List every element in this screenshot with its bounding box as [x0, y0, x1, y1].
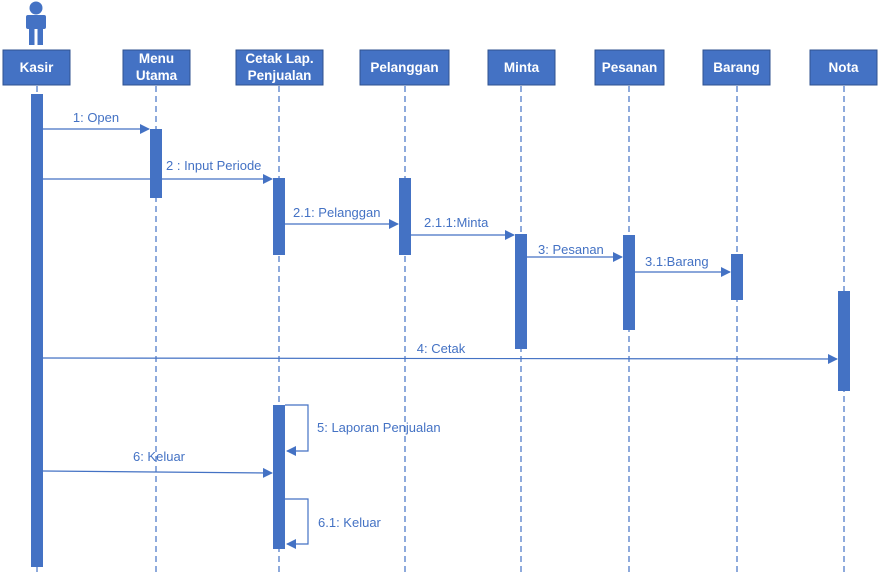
- message-pesanan: 3: Pesanan: [527, 242, 623, 262]
- message-cetak-label: 4: Cetak: [417, 341, 466, 356]
- activation-pelanggan: [399, 178, 411, 255]
- message-cetak: 4: Cetak: [42, 341, 838, 364]
- activation-menu-utama: [150, 129, 162, 198]
- message-barang: 3.1:Barang: [635, 254, 731, 277]
- activation-nota: [838, 291, 850, 391]
- header-nota-line-1: Nota: [829, 60, 859, 75]
- header-barang-line-1: Barang: [713, 60, 760, 75]
- message-keluar: 6: Keluar: [42, 449, 273, 478]
- activation-cetak-lap-penjualan-2: [273, 405, 285, 549]
- message-keluar-self-label: 6.1: Keluar: [318, 515, 382, 530]
- message-open-label: 1: Open: [73, 110, 119, 125]
- header-cetak-lap-penjualan[interactable]: Cetak Lap. Penjualan: [235, 49, 324, 86]
- header-pelanggan-line-1: Pelanggan: [370, 60, 438, 75]
- header-cetak-lap-penjualan-line-2: Penjualan: [248, 68, 312, 83]
- message-barang-label: 3.1:Barang: [645, 254, 709, 269]
- activation-pesanan: [623, 235, 635, 330]
- message-laporan-penjualan-label: 5: Laporan Penjualan: [317, 420, 441, 435]
- message-pesanan-label: 3: Pesanan: [538, 242, 604, 257]
- message-input-periode-label: 2 : Input Periode: [166, 158, 261, 173]
- header-pelanggan[interactable]: Pelanggan: [359, 49, 450, 86]
- header-kasir-line-1: Kasir: [20, 60, 55, 75]
- message-laporan-penjualan: 5: Laporan Penjualan: [285, 404, 441, 456]
- header-pesanan[interactable]: Pesanan: [594, 49, 665, 86]
- message-minta-label: 2.1.1:Minta: [424, 215, 489, 230]
- header-menu-utama[interactable]: Menu Utama: [122, 49, 191, 86]
- message-pelanggan: 2.1: Pelanggan: [285, 205, 399, 229]
- header-minta-line-1: Minta: [504, 60, 540, 75]
- person-icon: [26, 1, 46, 45]
- message-pelanggan-label: 2.1: Pelanggan: [293, 205, 380, 220]
- header-cetak-lap-penjualan-line-1: Cetak Lap.: [245, 51, 313, 66]
- header-pesanan-line-1: Pesanan: [602, 60, 658, 75]
- activation-kasir: [31, 94, 43, 567]
- message-minta: 2.1.1:Minta: [411, 215, 515, 240]
- activation-minta: [515, 234, 527, 349]
- header-minta[interactable]: Minta: [487, 49, 556, 86]
- header-menu-utama-line-1: Menu: [139, 51, 174, 66]
- message-keluar-self: 6.1: Keluar: [285, 498, 382, 549]
- header-menu-utama-line-2: Utama: [136, 68, 178, 83]
- message-input-periode: 2 : Input Periode: [43, 158, 273, 184]
- header-kasir[interactable]: Kasir: [2, 49, 71, 86]
- header-barang[interactable]: Barang: [702, 49, 771, 86]
- message-keluar-label: 6: Keluar: [133, 449, 186, 464]
- header-nota[interactable]: Nota: [809, 49, 878, 86]
- activation-cetak-lap-penjualan-1: [273, 178, 285, 255]
- activation-barang: [731, 254, 743, 300]
- message-open: 1: Open: [43, 110, 150, 134]
